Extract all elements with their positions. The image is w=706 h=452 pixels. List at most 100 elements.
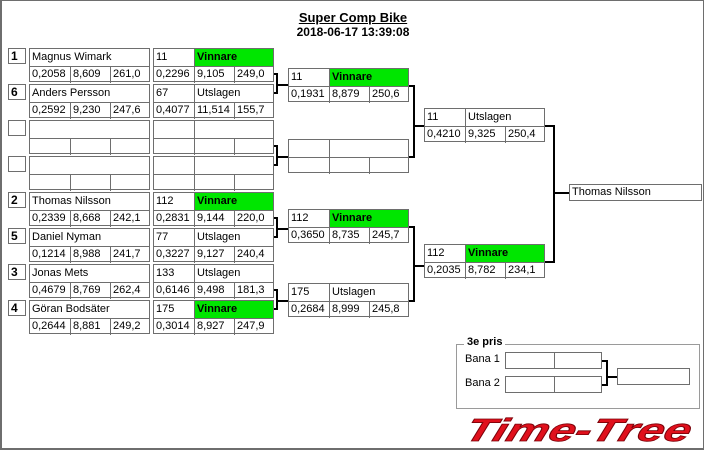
third-place-legend: 3e pris [464,336,506,348]
third-connector [602,384,608,386]
racer-name-row: Magnus Wimark [30,49,149,67]
racer-name: Daniel Nyman [32,231,102,243]
reaction-time: 0,2831 [156,212,190,224]
reaction-time: 0,2684 [291,303,325,315]
round2-result-box[interactable] [153,156,274,191]
reaction-time: 0,2339 [32,212,66,224]
connector-line [545,125,555,127]
race-number: 77 [156,231,169,243]
seed-number: 6 [8,84,26,100]
third-winner-box [617,368,690,385]
elapsed-time: 8,782 [465,262,505,279]
result-status [329,140,408,157]
third-winner [618,369,689,384]
third-lane2-box[interactable] [505,376,602,393]
reaction-time: 0,1214 [32,248,66,260]
elapsed-time [70,138,110,155]
elapsed-time: 8,879 [329,86,369,103]
lane2-label: Bana 2 [465,377,500,389]
seed-number: 1 [8,48,26,64]
reaction-time [289,157,329,174]
speed: 181,3 [234,282,273,299]
connector-line [409,156,415,158]
racer-box[interactable] [29,156,150,191]
connector-line [276,300,288,302]
speed: 261,0 [110,66,149,83]
elapsed-time [194,138,234,155]
seed-number: 2 [8,192,26,208]
round3-result-box[interactable] [288,139,409,174]
speed [234,138,273,155]
speed: 240,4 [234,246,273,263]
result-status [194,157,273,174]
result-times-row [154,138,273,155]
connector-line [276,217,278,238]
elapsed-time: 8,609 [70,66,110,83]
racer-box[interactable] [29,120,150,155]
seed-number: 4 [8,300,26,316]
seed-number: 5 [8,228,26,244]
reaction-time: 0,2592 [32,104,66,116]
elapsed-time: 8,999 [329,301,369,318]
result-times-row [289,157,408,174]
connector-line [276,289,278,310]
third-lane1-box[interactable] [505,352,602,369]
racer-times-row [30,174,149,191]
seed-number [8,120,26,136]
round2-result-box[interactable] [153,120,274,155]
result-header-row [289,140,408,158]
race-number: 11 [291,71,303,83]
connector-line [409,226,415,228]
speed: 220,0 [234,210,273,227]
racer-name-row: Thomas Nilsson [30,193,149,211]
logo-text: Time-Tree [461,413,696,447]
racer-name-row: Göran Bodsäter [30,301,149,319]
speed: 247,6 [110,102,149,119]
speed: 241,7 [110,246,149,263]
reaction-time: 0,6146 [156,284,190,296]
speed [369,157,408,174]
seed-number: 3 [8,264,26,280]
result-status: Vinnare [329,210,408,227]
page-title: Super Comp Bike [298,10,408,25]
connector-line [276,156,288,158]
connector-line [553,125,555,263]
result-status: Vinnare [194,49,273,66]
lane1-label: Bana 1 [465,353,500,365]
racer-name: Anders Persson [32,87,111,99]
reaction-time: 0,4077 [156,104,190,116]
result-status: Utslagen [194,85,273,102]
connector-line [553,192,569,194]
reaction-time: 0,2058 [32,68,66,80]
